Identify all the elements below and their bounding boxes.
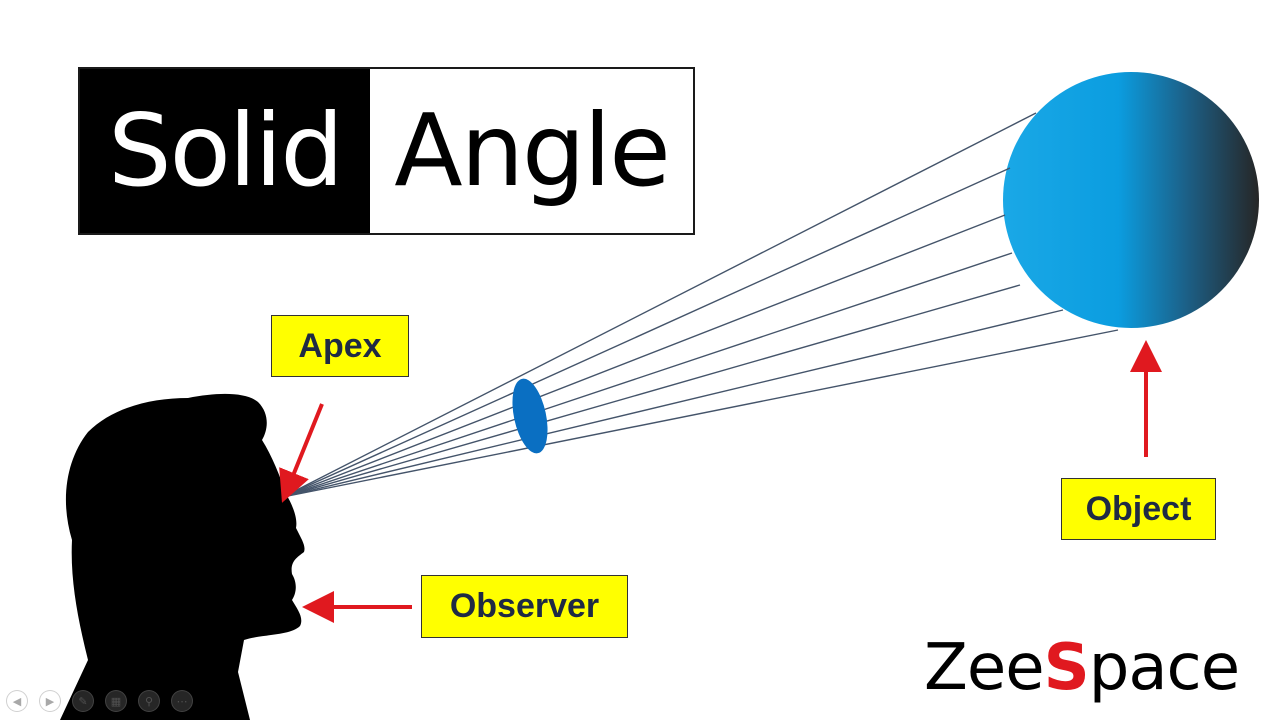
object-sphere [1003, 72, 1259, 328]
zoom-icon[interactable]: ⚲ [138, 690, 160, 712]
rays [282, 112, 1119, 498]
title-banner: Solid Angle [78, 67, 695, 235]
ray [282, 284, 1021, 498]
brand-part-2: S [1043, 631, 1090, 705]
ray [282, 167, 1011, 498]
brand-part-3: pace [1088, 631, 1240, 705]
presentation-toolbar: ◀ ▶ ✎ ▦ ⚲ ⋯ [6, 690, 193, 714]
ray [282, 309, 1064, 498]
apex-label: Apex [271, 315, 409, 377]
observer-label: Observer [421, 575, 628, 638]
previous-icon[interactable]: ◀ [6, 690, 28, 712]
ray [282, 329, 1119, 498]
brand-logo: ZeeSpace [924, 628, 1240, 708]
brand-part-1: Zee [924, 631, 1045, 705]
next-icon[interactable]: ▶ [39, 690, 61, 712]
ray [282, 252, 1013, 498]
title-angle: Angle [370, 69, 693, 233]
ray [282, 214, 1006, 498]
cone-cross-section [512, 378, 548, 454]
more-icon[interactable]: ⋯ [171, 690, 193, 712]
title-solid: Solid [80, 69, 370, 233]
pen-icon[interactable]: ✎ [72, 690, 94, 712]
object-label: Object [1061, 478, 1216, 540]
observer-silhouette [60, 393, 305, 720]
slides-icon[interactable]: ▦ [105, 690, 127, 712]
apex-arrow [279, 403, 324, 503]
ray [282, 112, 1037, 498]
